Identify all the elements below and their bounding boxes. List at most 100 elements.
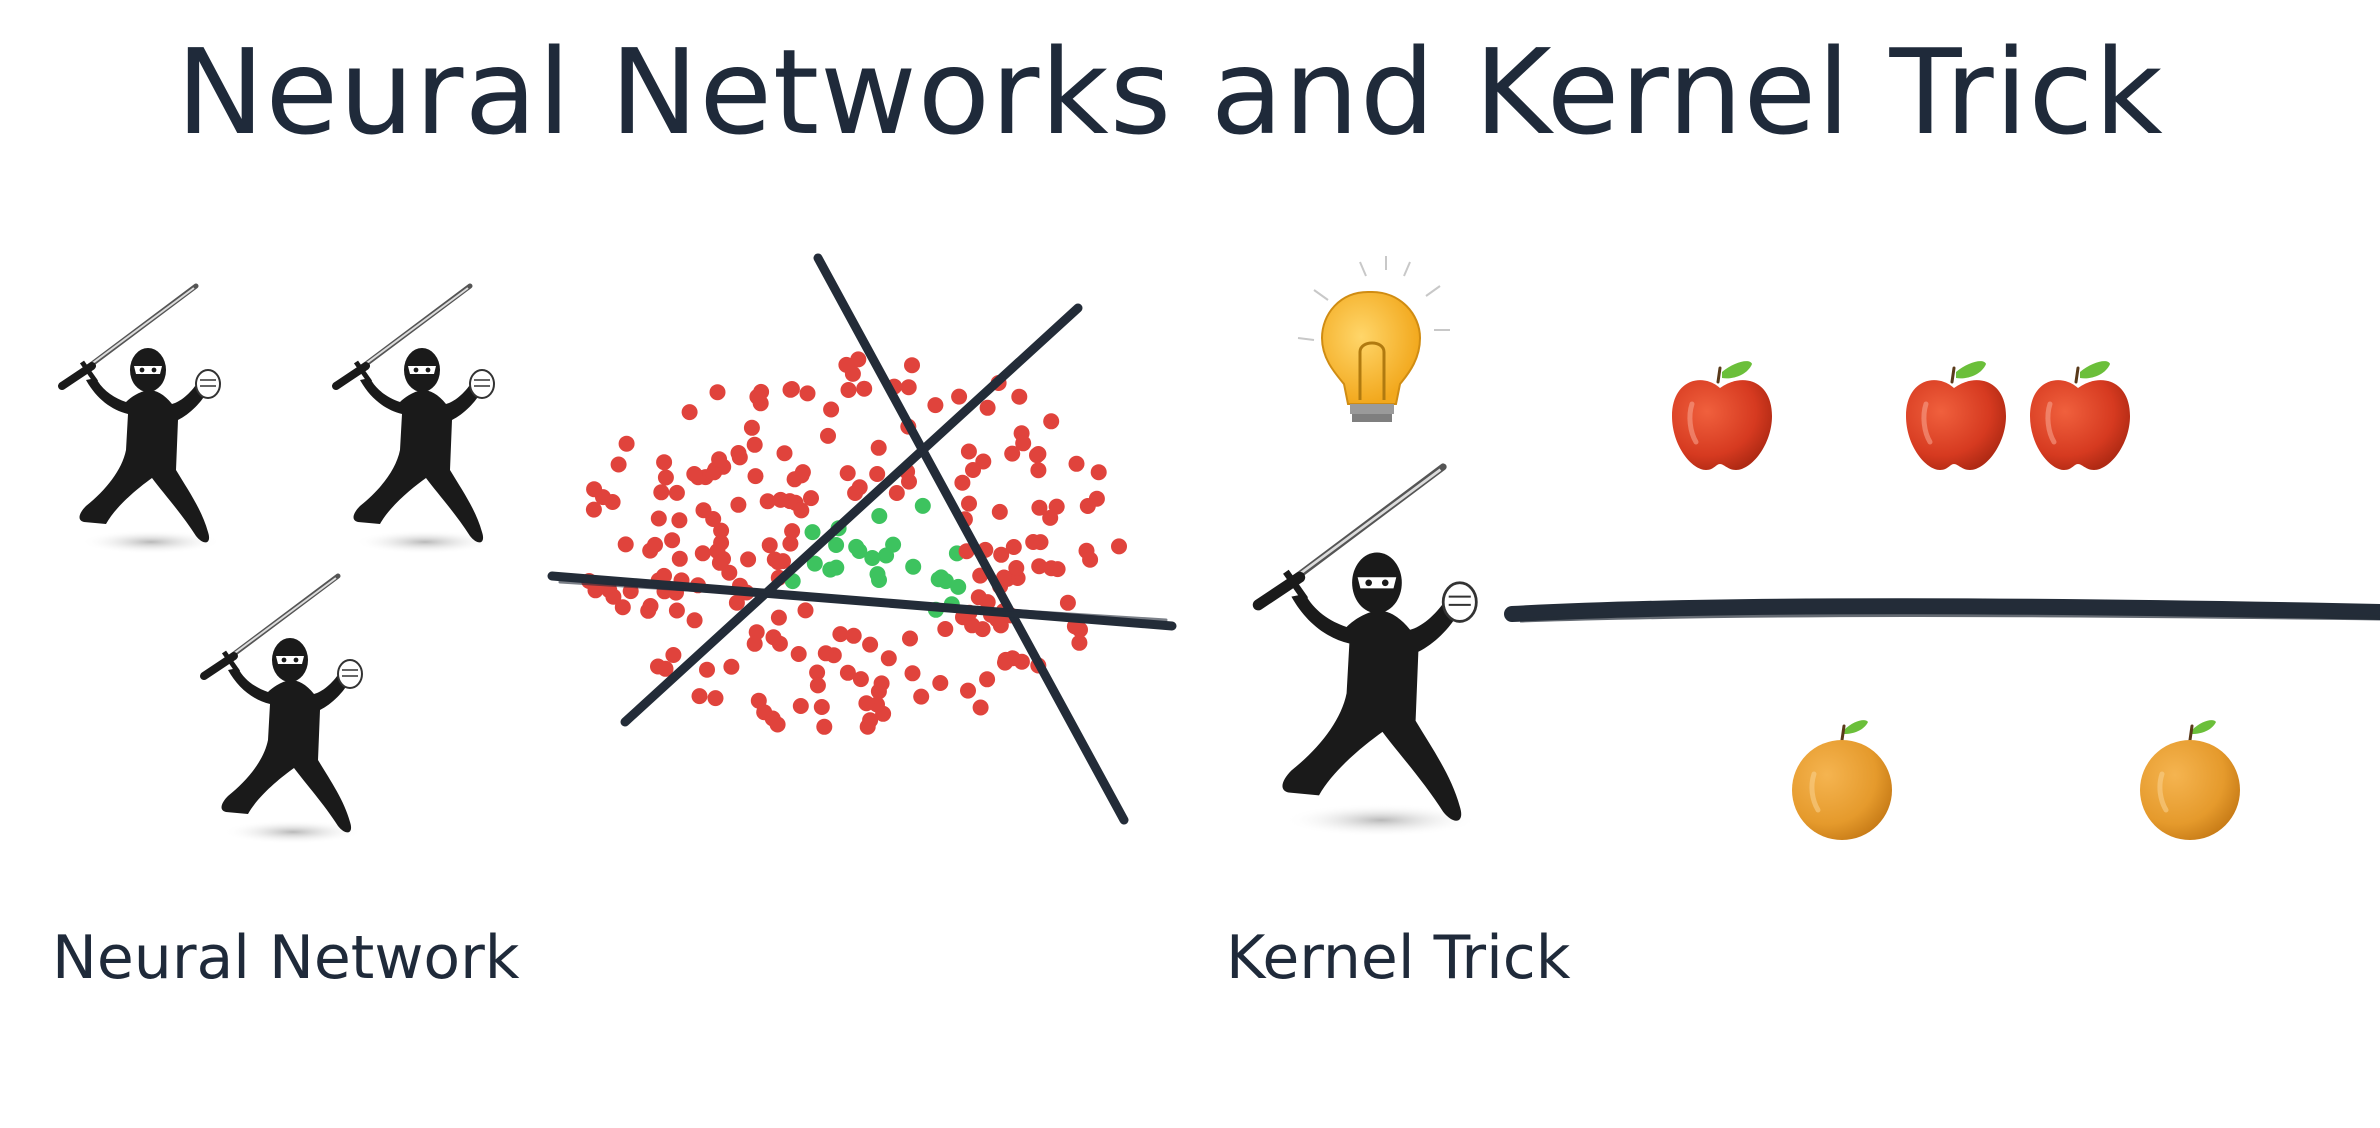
red-point — [772, 491, 789, 508]
green-point — [869, 566, 886, 583]
red-point — [1068, 455, 1085, 472]
red-point — [913, 688, 930, 705]
red-point — [852, 671, 869, 688]
red-point — [809, 664, 826, 681]
red-point — [870, 439, 887, 456]
red-point — [665, 647, 682, 663]
ninja-icon — [62, 286, 221, 554]
red-point — [1030, 446, 1047, 462]
red-point — [699, 661, 715, 678]
red-point — [650, 510, 667, 527]
red-point — [809, 677, 826, 694]
green-point — [828, 537, 845, 553]
red-point — [869, 466, 886, 482]
red-point — [782, 381, 799, 398]
red-point — [730, 445, 747, 461]
red-point — [694, 545, 711, 562]
red-point — [647, 536, 663, 553]
red-point — [656, 454, 673, 471]
green-point — [806, 555, 823, 572]
caption-kernel-trick: Kernel Trick — [1226, 923, 1571, 993]
orange-icon — [2140, 720, 2240, 840]
green-point — [804, 524, 821, 541]
apple-icon — [1906, 361, 2006, 470]
red-point — [617, 536, 634, 553]
caption-neural-network: Neural Network — [52, 923, 520, 993]
red-point — [728, 594, 745, 611]
red-point — [1008, 560, 1025, 576]
red-point — [586, 481, 603, 498]
red-point — [707, 690, 724, 707]
red-point — [972, 699, 989, 716]
red-point — [960, 682, 976, 699]
green-point — [933, 569, 950, 586]
red-point — [793, 502, 810, 519]
green-point — [871, 508, 888, 524]
red-point — [769, 716, 786, 733]
red-point — [904, 357, 920, 374]
separating-lines — [547, 253, 1177, 825]
red-point — [979, 399, 996, 416]
red-point — [723, 658, 740, 675]
red-point — [713, 522, 730, 539]
green-point — [950, 578, 967, 595]
red-point — [838, 356, 855, 373]
red-point — [657, 660, 674, 677]
red-point — [671, 512, 688, 529]
red-point — [770, 554, 787, 571]
red-point — [965, 462, 981, 478]
green-point — [905, 558, 922, 575]
ninja-icon — [204, 576, 363, 844]
apple-icon — [2030, 361, 2130, 470]
red-point — [845, 627, 862, 644]
red-point — [711, 451, 728, 468]
red-point — [1111, 538, 1127, 555]
red-point — [1011, 388, 1028, 405]
red-point — [750, 692, 767, 709]
red-point — [851, 479, 868, 496]
red-point — [705, 511, 722, 527]
red-point — [681, 404, 698, 421]
red-point — [668, 602, 685, 619]
red-point — [1059, 594, 1076, 611]
red-point — [1004, 445, 1021, 462]
red-point — [813, 699, 830, 715]
green-point — [914, 497, 931, 514]
red-point — [927, 397, 944, 414]
red-point — [1015, 435, 1032, 452]
red-point — [657, 469, 674, 486]
red-point — [1025, 534, 1042, 550]
red-point — [961, 495, 977, 512]
red-point — [1031, 499, 1048, 516]
scatter-cluster — [581, 351, 1127, 735]
green-point — [822, 561, 839, 578]
red-point — [686, 466, 703, 482]
red-point — [991, 503, 1008, 520]
red-point — [880, 650, 897, 667]
red-point — [803, 490, 819, 507]
red-point — [979, 671, 996, 688]
red-point — [862, 636, 879, 653]
red-point — [797, 602, 814, 619]
green-point — [851, 543, 868, 559]
red-point — [746, 436, 763, 453]
red-point — [640, 602, 657, 619]
red-point — [900, 379, 917, 396]
red-point — [790, 646, 807, 662]
red-point — [1005, 539, 1022, 555]
red-point — [671, 550, 688, 567]
orange-icon — [1792, 720, 1892, 840]
red-point — [770, 609, 787, 626]
red-point — [1030, 462, 1047, 479]
ninja-icon — [336, 286, 495, 554]
red-point — [996, 569, 1012, 586]
red-point — [932, 675, 949, 691]
page-title: Neural Networks and Kernel Trick — [176, 23, 2164, 161]
red-point — [839, 465, 856, 482]
red-point — [782, 535, 799, 552]
red-point — [954, 474, 971, 491]
red-point — [873, 675, 890, 692]
lightbulb-icon — [1297, 256, 1450, 422]
red-point — [1090, 464, 1107, 481]
